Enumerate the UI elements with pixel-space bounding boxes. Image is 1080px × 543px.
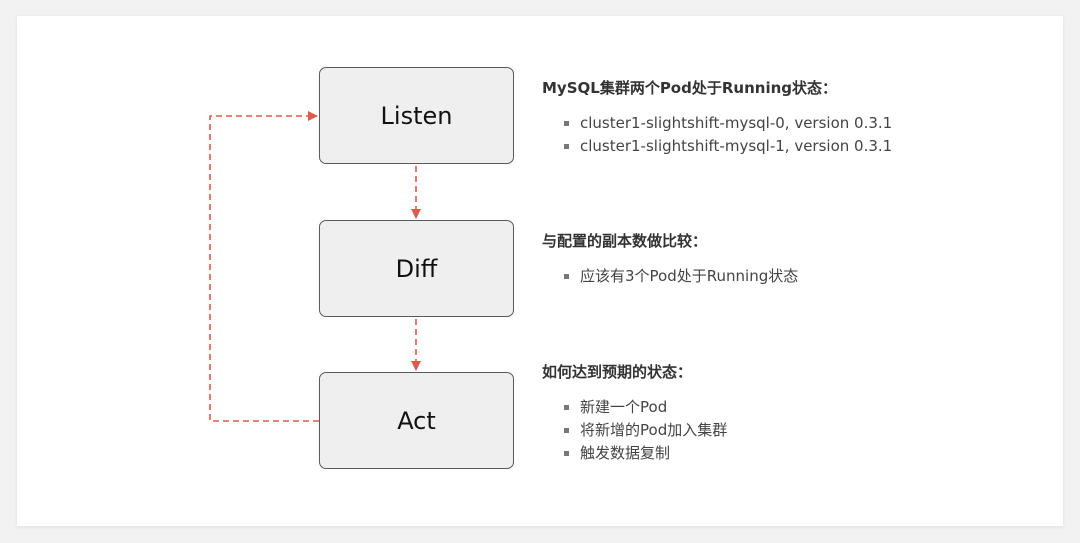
stage-box-listen: Listen <box>319 67 514 164</box>
stage-box-diff: Diff <box>319 220 514 317</box>
bullet-icon <box>564 274 569 279</box>
stage-box-act: Act <box>319 372 514 469</box>
bullet-icon <box>564 451 569 456</box>
bullet-icon <box>564 144 569 149</box>
list-item: 应该有3个Pod处于Running状态 <box>564 265 1042 288</box>
list-item-text: 新建一个Pod <box>580 398 668 416</box>
note-title: 与配置的副本数做比较： <box>542 232 708 250</box>
list-item-text: 应该有3个Pod处于Running状态 <box>580 267 799 285</box>
note-title: MySQL集群两个Pod处于Running状态： <box>542 79 837 97</box>
bullet-icon <box>564 405 569 410</box>
list-item: cluster1-slightshift-mysql-1, version 0.… <box>564 135 1042 158</box>
arrow-act-to-listen-loop <box>209 111 319 422</box>
list-item: cluster1-slightshift-mysql-0, version 0.… <box>564 112 1042 135</box>
list-item-text: cluster1-slightshift-mysql-1, version 0.… <box>580 137 893 155</box>
note-title: 如何达到预期的状态： <box>542 363 693 381</box>
note-listen: MySQL集群两个Pod处于Running状态： cluster1-slight… <box>542 78 1042 158</box>
note-list: cluster1-slightshift-mysql-0, version 0.… <box>542 112 1042 158</box>
list-item: 触发数据复制 <box>564 442 1042 465</box>
stage-label-act: Act <box>397 406 436 435</box>
bullet-icon <box>564 121 569 126</box>
list-item-text: 将新增的Pod加入集群 <box>580 421 728 439</box>
note-list: 应该有3个Pod处于Running状态 <box>542 265 1042 288</box>
note-act: 如何达到预期的状态： 新建一个Pod 将新增的Pod加入集群 触发数据复制 <box>542 362 1042 465</box>
stage-label-diff: Diff <box>395 254 438 283</box>
list-item-text: cluster1-slightshift-mysql-0, version 0.… <box>580 114 893 132</box>
note-diff: 与配置的副本数做比较： 应该有3个Pod处于Running状态 <box>542 231 1042 288</box>
stage-label-listen: Listen <box>380 101 453 130</box>
bullet-icon <box>564 428 569 433</box>
note-list: 新建一个Pod 将新增的Pod加入集群 触发数据复制 <box>542 396 1042 465</box>
list-item: 新建一个Pod <box>564 396 1042 419</box>
list-item-text: 触发数据复制 <box>580 444 671 462</box>
diagram-card <box>17 16 1063 526</box>
list-item: 将新增的Pod加入集群 <box>564 419 1042 442</box>
